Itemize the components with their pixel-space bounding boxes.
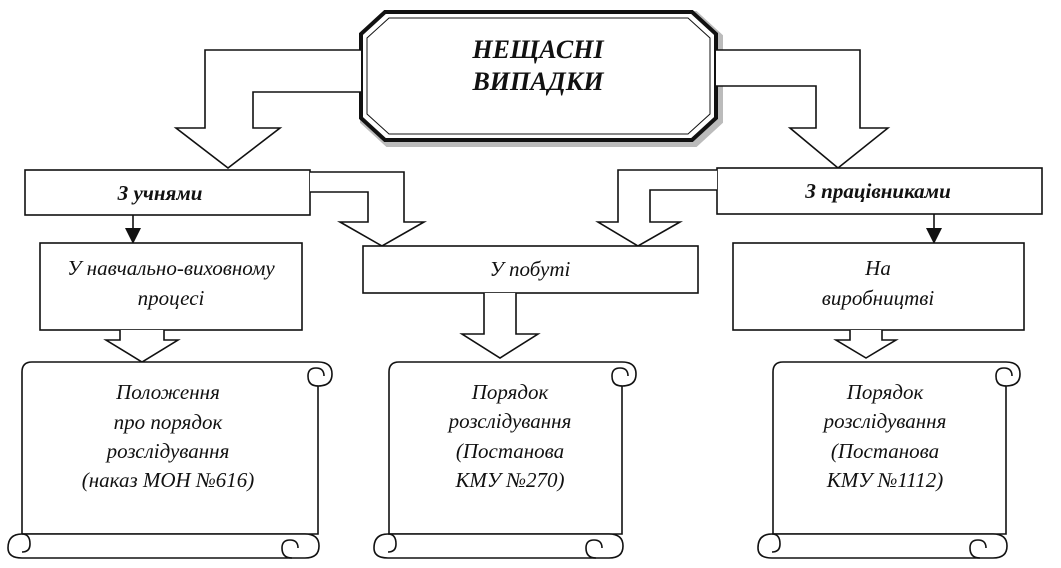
document-left-line1: Положення <box>115 380 220 404</box>
document-middle-line4: КМУ №270) <box>454 468 564 492</box>
document-left-line4: (наказ МОН №616) <box>82 468 255 492</box>
title-line2: ВИПАДКИ <box>471 67 604 96</box>
title-box: НЕЩАСНІ ВИПАДКИ <box>359 10 723 147</box>
arrow-title-to-workers <box>716 49 891 170</box>
arrow-title-to-students <box>173 49 361 170</box>
document-right-line3: (Постанова <box>831 439 939 463</box>
document-right-line4: КМУ №1112) <box>826 468 944 492</box>
subcategory-production-line2: виробництві <box>822 286 935 310</box>
subcategory-household-box <box>362 245 699 294</box>
document-scroll-middle <box>373 361 637 559</box>
subcategory-educational-line2: процесі <box>138 286 205 310</box>
subcategory-production-line1: На <box>864 256 891 280</box>
document-middle-line2: розслідування <box>447 409 572 433</box>
document-middle-line1: Порядок <box>471 380 549 404</box>
document-right-line2: розслідування <box>822 409 947 433</box>
arrow-educational-to-document <box>103 330 181 363</box>
document-right-line1: Порядок <box>846 380 924 404</box>
document-middle-line3: (Постанова <box>456 439 564 463</box>
title-line1: НЕЩАСНІ <box>471 35 604 64</box>
document-left-line2: про порядок <box>114 410 223 434</box>
category-workers-label: З працівниками <box>804 179 951 203</box>
subcategory-production-box <box>732 242 1025 331</box>
category-workers-box <box>716 167 1043 215</box>
category-students-box <box>24 169 311 216</box>
subcategory-household-label: У побуті <box>490 257 571 281</box>
subcategory-educational-box <box>39 242 303 331</box>
arrow-production-to-document <box>833 330 899 359</box>
arrow-household-to-document <box>459 293 541 359</box>
document-scroll-left <box>7 361 333 559</box>
arrow-students-to-household <box>310 171 428 247</box>
subcategory-educational-line1: У навчально-виховному <box>67 256 275 280</box>
arrow-workers-to-household <box>595 169 717 247</box>
document-scroll-right <box>757 361 1021 559</box>
document-left-line3: розслідування <box>105 439 230 463</box>
category-students-label: З учнями <box>117 181 203 205</box>
